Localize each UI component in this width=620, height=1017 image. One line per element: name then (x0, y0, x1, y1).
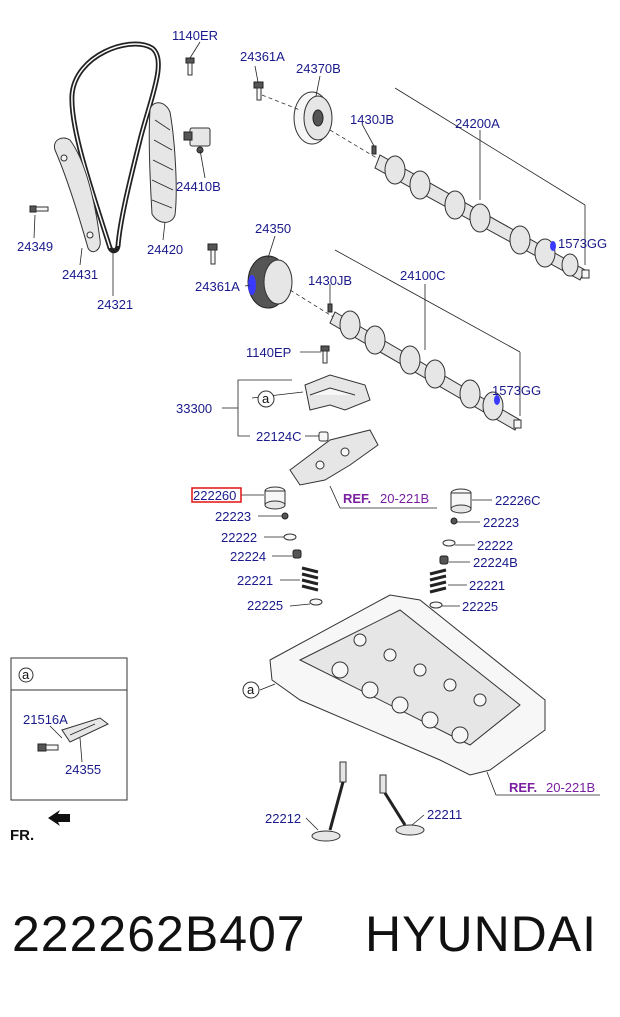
label-22224B: 22224B (473, 555, 518, 570)
cylinder-head (269, 594, 546, 776)
label-22225-right: 22225 (462, 599, 498, 614)
svg-text:REF.: REF. (343, 491, 371, 506)
inset-bolt (37, 743, 59, 752)
parts-diagram: 1140ER 24361A 24370B 1430JB 24200A 24410… (10, 28, 607, 844)
seal-22224B (439, 555, 449, 565)
label-22222-left: 22222 (221, 530, 257, 545)
bolt-24361A-top (253, 81, 264, 101)
label-21516A: 21516A (23, 712, 68, 727)
retainer-22222-right (442, 539, 456, 547)
bolt-1140EP (320, 345, 330, 364)
callout-a-head (242, 681, 260, 699)
label-1430JB-mid: 1430JB (308, 273, 352, 288)
highlight-box (191, 487, 242, 503)
svg-text:20-221B: 20-221B (546, 780, 595, 795)
brand-name: HYUNDAI (365, 906, 598, 962)
plug-1573GG-top (581, 269, 590, 279)
label-22211: 22211 (427, 807, 462, 822)
bolt-24349 (29, 205, 49, 213)
label-22222-right: 22222 (477, 538, 513, 553)
label-a-callout: a (262, 391, 270, 406)
svg-text:REF.: REF. (509, 780, 537, 795)
tappet-222260 (264, 486, 286, 510)
label-inset-a: a (22, 667, 30, 682)
inset-part-24355 (61, 717, 109, 743)
label-a-head: a (247, 682, 255, 697)
label-24370B: 24370B (296, 61, 341, 76)
timing-chain (69, 41, 161, 254)
label-24361A-top: 24361A (240, 49, 285, 64)
retainer-22222-left (283, 533, 297, 541)
tappet-22226C (450, 488, 472, 514)
cvvt-sprocket-24350 (247, 255, 293, 309)
dowel-1430JB-top (371, 145, 377, 155)
label-1140EP: 1140EP (246, 345, 291, 360)
inset-box (10, 657, 128, 801)
seat-22225-left (309, 598, 323, 606)
label-222260-highlight: 222260 (193, 488, 236, 503)
callout-a-bracket (257, 390, 275, 408)
part-number: 222262B407 (12, 906, 306, 962)
cvvt-sprocket-24370B (293, 91, 333, 145)
label-33300: 33300 (176, 401, 212, 416)
label-fr: FR. (10, 827, 34, 844)
label-22221-left: 22221 (237, 573, 273, 588)
label-24200A: 24200A (455, 116, 500, 131)
label-24410B: 24410B (176, 179, 221, 194)
part-22124C (318, 431, 329, 442)
camshaft-24200A (374, 154, 586, 281)
label-22223-left: 22223 (215, 509, 251, 524)
label-24361A-mid: 24361A (195, 279, 240, 294)
label-1140ER: 1140ER (172, 28, 218, 43)
bracket-33300 (304, 374, 371, 411)
chain-tensioner (183, 127, 211, 154)
label-22226C: 22226C (495, 493, 541, 508)
camshaft-24100C (329, 310, 521, 431)
label-24321: 24321 (97, 297, 133, 312)
plug-1573GG-mid (513, 419, 522, 429)
dowel-1430JB-mid (327, 303, 333, 313)
seal-22224 (292, 549, 302, 559)
label-24350: 24350 (255, 221, 291, 236)
cam-carrier (289, 429, 379, 486)
spring-22221-left (301, 566, 319, 592)
label-22212: 22212 (265, 811, 301, 826)
label-22223-right: 22223 (483, 515, 519, 530)
chain-guide-right (148, 102, 177, 223)
label-22224: 22224 (230, 549, 266, 564)
label-24431: 24431 (62, 267, 98, 282)
valve-22211 (379, 774, 425, 836)
label-24349: 24349 (17, 239, 53, 254)
label-22225-left: 22225 (247, 598, 283, 613)
label-1430JB-top: 1430JB (350, 112, 394, 127)
bolt-24361A-mid (207, 243, 218, 265)
label-24355: 24355 (65, 762, 101, 777)
label-1573GG-top: 1573GG (558, 236, 607, 251)
svg-text:20-221B: 20-221B (380, 491, 429, 506)
label-1573GG-mid: 1573GG (492, 383, 541, 398)
ref-label-upper: REF. 20-221B (343, 491, 429, 506)
seat-22225-right (429, 601, 443, 609)
leader-lines (33, 41, 600, 831)
front-arrow-icon (48, 810, 70, 826)
ref-label-lower: REF. 20-221B (509, 780, 595, 795)
valve-cotter-22223-right (450, 517, 458, 525)
bolt-1140ER (185, 57, 195, 76)
label-22221-right: 22221 (469, 578, 505, 593)
valve-cotter-22223-left (281, 512, 289, 520)
valve-22212 (311, 761, 347, 842)
chain-guide-left (53, 137, 101, 253)
label-22124C: 22124C (256, 429, 302, 444)
footer: 222262B407 HYUNDAI (0, 905, 620, 975)
spring-22221-right (429, 568, 447, 594)
label-24100C: 24100C (400, 268, 446, 283)
label-24420: 24420 (147, 242, 183, 257)
